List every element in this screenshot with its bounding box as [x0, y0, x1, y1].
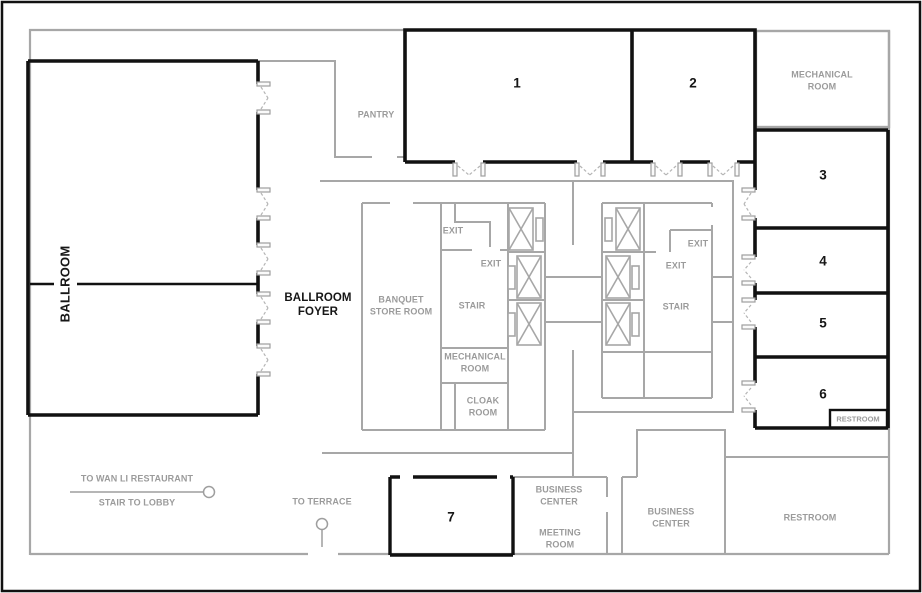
room-7-walls [388, 475, 515, 557]
business-center-line2: CENTER [652, 518, 690, 528]
room-5-label: 5 [819, 315, 827, 331]
room-6-label: 6 [819, 386, 827, 402]
restroom-box [828, 408, 889, 430]
door-swing-icon [741, 254, 756, 286]
room-4-label: 4 [819, 253, 827, 269]
cloak-room-line1: CLOAK [466, 395, 500, 406]
banquet-store-room-line1: BANQUET [378, 294, 424, 305]
mechanical-room-top-line1: MECHANICAL [791, 69, 853, 80]
business-center-meeting-line3: MEETING [539, 527, 581, 538]
ballroom-walls [26, 59, 260, 417]
core-left-mechanical-line2: ROOM [460, 363, 490, 373]
door-swing-icon [650, 162, 683, 177]
restroom-room6-label: RESTROOM [836, 414, 880, 424]
core-left-exit-lower-label: EXIT [480, 258, 502, 269]
pantry-label: PANTRY [357, 109, 395, 120]
ballroom-foyer-line2: FOYER [297, 306, 339, 318]
door-swing-icon [741, 297, 756, 330]
rooms-3-6-walls [753, 128, 890, 430]
business-center-line1: BUSINESS [647, 506, 695, 517]
mechanical-room-top-line2: ROOM [807, 81, 837, 91]
elevator-icon [508, 207, 544, 251]
core-left-mechanical-room-label: MECHANICAL ROOM [444, 352, 506, 375]
banquet-store-room-line2: STORE ROOM [369, 306, 433, 316]
room-1-label: 1 [513, 75, 521, 91]
corridor-walls [320, 180, 734, 477]
cloak-room-line2: ROOM [468, 407, 498, 417]
mechanical-room-top-label: MECHANICAL ROOM [791, 70, 853, 93]
elevator-icon [605, 255, 640, 299]
door-swing-icon [256, 81, 271, 115]
core-right-exit-lower-label: EXIT [665, 260, 687, 271]
to-wan-li-restaurant-label: TO WAN LI RESTAURANT [80, 473, 194, 484]
elevator-icon [507, 302, 542, 346]
core-left-mechanical-line1: MECHANICAL [444, 351, 506, 362]
to-terrace-label: TO TERRACE [292, 496, 352, 507]
cloak-room-label: CLOAK ROOM [467, 396, 500, 419]
door-swing-icon [256, 187, 271, 221]
stair-to-lobby-label: STAIR TO LOBBY [98, 497, 176, 508]
ballroom-foyer-line1: BALLROOM [284, 292, 352, 304]
restroom-main-label: RESTROOM [783, 512, 837, 523]
room-3-label: 3 [819, 167, 827, 183]
door-swing-icon [256, 242, 271, 276]
core-right-walls [601, 202, 713, 399]
door-swing-icon [452, 162, 486, 177]
core-left-exit-upper-label: EXIT [442, 225, 464, 236]
core-left-stair-label: STAIR [458, 300, 486, 311]
core-right-exit-upper-label: EXIT [687, 238, 709, 249]
banquet-store-room-label: BANQUET STORE ROOM [370, 295, 432, 318]
elevator-icon [605, 302, 640, 346]
door-swing-icon [256, 291, 271, 325]
ballroom-foyer-label: BALLROOM FOYER [284, 291, 351, 319]
business-center-meeting-label-top: BUSINESS CENTER [536, 485, 583, 508]
elevator-icon [507, 255, 542, 299]
door-swing-icon [574, 162, 606, 177]
wayfinding-restaurant-marker [70, 485, 216, 499]
room-2-label: 2 [689, 75, 697, 91]
wayfinding-terrace-marker [315, 517, 329, 547]
rooms-1-2-walls [403, 28, 757, 190]
core-left-walls [361, 202, 546, 431]
business-center-meeting-line4: ROOM [545, 539, 575, 549]
room-7-label: 7 [447, 509, 455, 525]
elevator-icon [604, 207, 641, 251]
door-swing-icon [256, 343, 271, 377]
business-center-walls [513, 429, 889, 554]
core-right-stair-label: STAIR [662, 301, 690, 312]
door-swing-icon [741, 380, 756, 413]
business-center-meeting-line2: CENTER [540, 496, 578, 506]
business-center-meeting-line1: BUSINESS [535, 484, 583, 495]
business-center-label: BUSINESS CENTER [648, 507, 695, 530]
door-swing-icon [741, 187, 756, 221]
business-center-meeting-label-bottom: MEETING ROOM [539, 528, 581, 551]
door-swing-icon [707, 162, 740, 177]
ballroom-label: BALLROOM [57, 245, 73, 323]
